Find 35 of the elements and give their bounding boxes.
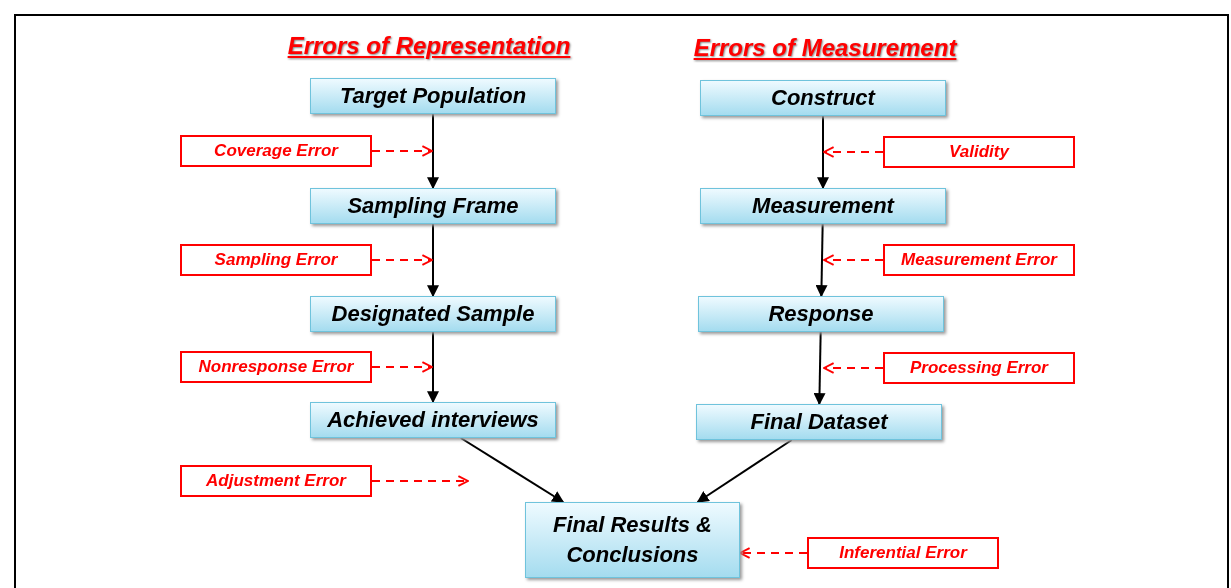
arrow	[427, 331, 439, 404]
process-box: Final Results & Conclusions	[525, 502, 740, 578]
dashed-arrow	[371, 475, 469, 487]
arrow	[427, 113, 439, 190]
dashed-arrow	[371, 145, 433, 157]
process-box: Final Dataset	[696, 404, 942, 440]
process-box: Achieved interviews	[310, 402, 556, 438]
error-box: Coverage Error	[180, 135, 372, 167]
process-box: Construct	[700, 80, 946, 116]
error-box: Processing Error	[883, 352, 1075, 384]
dashed-arrow	[823, 254, 884, 266]
dashed-arrow	[371, 361, 433, 373]
process-box: Sampling Frame	[310, 188, 556, 224]
error-box: Validity	[883, 136, 1075, 168]
process-box: Response	[698, 296, 944, 332]
arrow	[813, 331, 826, 406]
error-box: Measurement Error	[883, 244, 1075, 276]
dashed-arrow	[371, 254, 433, 266]
arrow	[696, 439, 793, 503]
error-box: Adjustment Error	[180, 465, 372, 497]
process-box: Measurement	[700, 188, 946, 224]
section-title: Errors of Representation	[287, 31, 571, 61]
section-title: Errors of Measurement	[693, 33, 957, 63]
process-box: Designated Sample	[310, 296, 556, 332]
error-box: Inferential Error	[807, 537, 999, 569]
dashed-arrow	[739, 547, 808, 559]
error-box: Sampling Error	[180, 244, 372, 276]
arrow	[817, 115, 829, 190]
arrow	[815, 223, 828, 298]
dashed-arrow	[823, 146, 884, 158]
arrow	[427, 223, 439, 298]
process-box: Target Population	[310, 78, 556, 114]
arrow	[459, 437, 565, 503]
dashed-arrow	[823, 362, 884, 374]
error-box: Nonresponse Error	[180, 351, 372, 383]
